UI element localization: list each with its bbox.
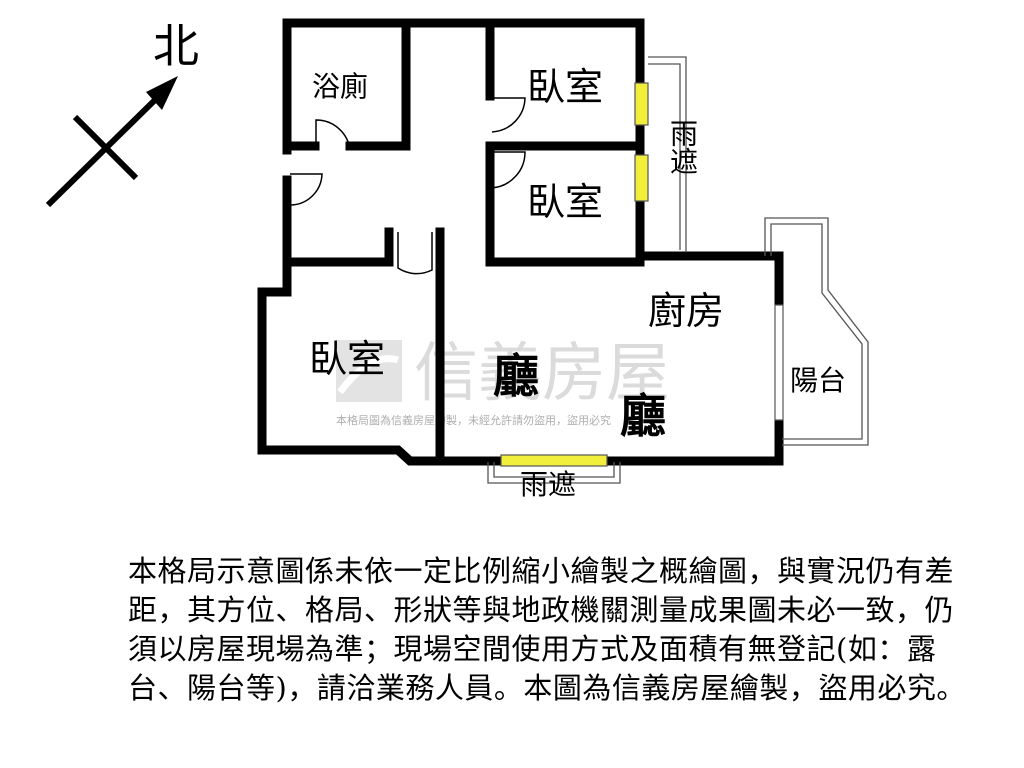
wall-bedroom-mid-left: [485, 147, 645, 267]
rain-shelter-right-inner: [648, 63, 681, 250]
room-label-kitchen: 廚房: [648, 289, 724, 333]
compass: 北: [45, 19, 199, 208]
north-label: 北: [153, 19, 199, 73]
doors: [289, 97, 526, 275]
window-living-bottom: [500, 454, 608, 467]
outer-structures: [487, 56, 869, 484]
wall-left-upper: [282, 175, 394, 267]
wall-left-bedroom: [257, 257, 445, 466]
compass-arrow-shaft: [45, 94, 161, 208]
wall-top: [282, 18, 784, 309]
rain-shelter-right: [648, 56, 687, 252]
watermark-brand: 信義房屋: [414, 337, 670, 411]
window-bedroom-top: [634, 82, 649, 126]
watermark-logo-icon: [336, 340, 402, 402]
room-label-balcony: 陽台: [790, 364, 846, 397]
walls: [257, 18, 784, 466]
rain-shelter-bottom-inner: [493, 462, 615, 478]
window-bedroom-middle: [634, 154, 649, 202]
watermark: 信義房屋 本格局圖為信義房屋繪製，未經允許請勿盜用，盜用必究: [336, 337, 670, 427]
room-label-bedroom-middle: 臥室: [527, 180, 603, 224]
watermark-note: 本格局圖為信義房屋繪製，未經允許請勿盜用，盜用必究: [336, 413, 611, 427]
wall-bathroom: [345, 18, 411, 151]
room-label-rain-shelter-bottom: 雨遮: [520, 468, 576, 501]
door-entry: [289, 173, 323, 206]
disclaimer-text: 本格局示意圖係未依一定比例縮小繪製之概繪圖，與實況仍有差距，其方位、格局、形狀等…: [128, 554, 966, 705]
north-arrow-icon: [146, 76, 178, 110]
door-bedroom-left: [397, 232, 433, 275]
room-label-rain-shelter-right: 雨遮: [666, 119, 699, 175]
balcony-outline-inner: [770, 223, 863, 440]
room-label-bathroom: 浴廁: [312, 70, 368, 103]
door-bathroom: [315, 119, 351, 151]
room-label-bedroom-top: 臥室: [527, 65, 603, 109]
windows: [500, 82, 784, 467]
door-balcony: [774, 304, 784, 421]
door-bedroom-middle: [490, 151, 526, 189]
room-label-living-right: 廳: [620, 389, 666, 443]
room-labels: 浴廁 臥室 臥室 臥室 廚房 廳 廳 陽台 雨遮: [309, 65, 846, 501]
door-bedroom-top: [490, 97, 526, 133]
rain-shelter-bottom: [487, 462, 621, 484]
balcony-outline: [764, 217, 869, 446]
room-label-living-left: 廳: [493, 349, 539, 403]
room-label-bedroom-left: 臥室: [309, 337, 385, 381]
